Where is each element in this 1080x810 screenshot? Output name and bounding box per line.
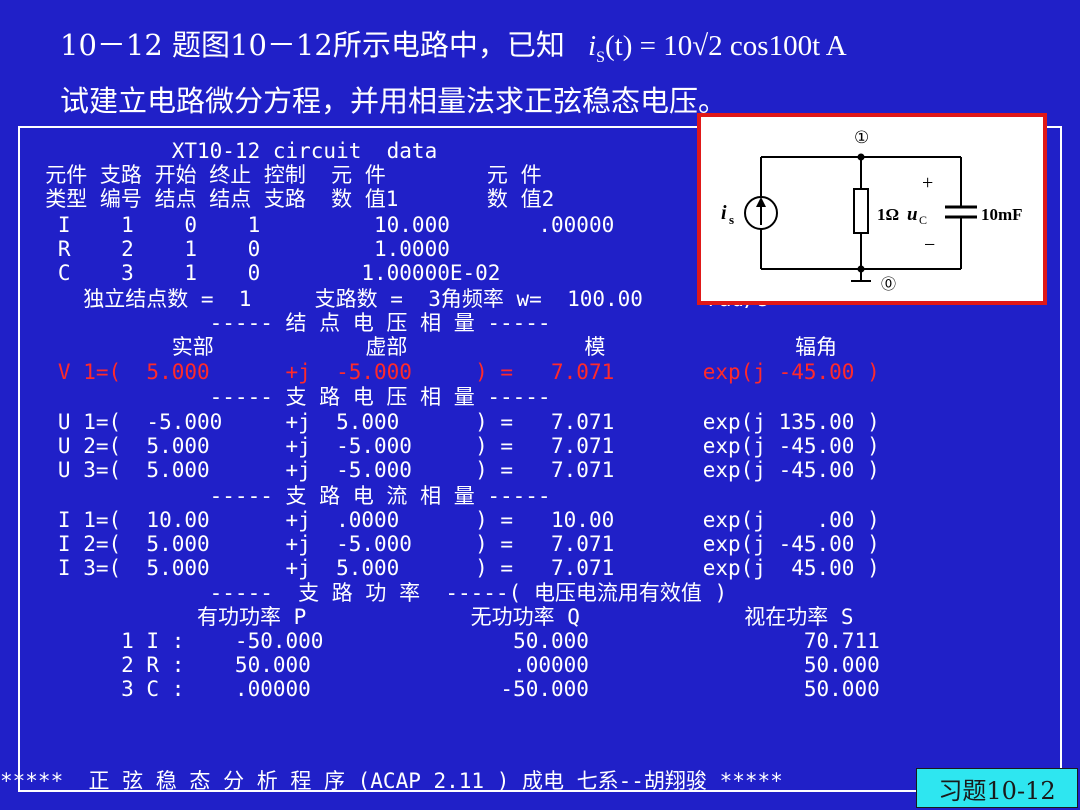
voltage-label-sub: C [919,213,927,227]
program-footer: ***** 正 弦 稳 态 分 析 程 序 (ACAP 2.11 ) 成电 七系… [0,769,783,793]
node-dot-bottom [857,265,865,273]
table-row: 3 C : .00000 -50.000 50.000 [20,677,880,701]
node-1-label: ① [854,128,869,148]
table-row: I 3=( 5.000 +j 5.000 ) = 7.071 exp(j 45.… [20,556,880,580]
table-row: 实部 虚部 模 辐角 [20,335,838,359]
table-row: ----- 支 路 电 压 相 量 ----- [20,385,551,409]
problem-text: 10－12 题图10－12所示电路中，已知 [60,28,565,62]
capacitor-label: 10mF [981,205,1023,224]
table-row: I 1 0 1 10.000 .00000 [20,213,615,237]
table-row: 有功功率 P 无功功率 Q 视在功率 S [20,605,854,629]
table-row: I 1=( 10.00 +j .0000 ) = 10.00 exp(j .00… [20,508,880,532]
exercise-badge[interactable]: 习题10-12 [916,768,1078,808]
table-row: 元件 支路 开始 终止 控制 元 件 元 件 [20,163,542,187]
table-row: 2 R : 50.000 .00000 50.000 [20,653,880,677]
source-label: i [721,202,727,224]
resistor-icon [853,188,869,234]
voltage-label: u [907,204,918,225]
source-arrow-icon [756,197,766,207]
node-dot-top [857,153,865,161]
table-row: C 3 1 0 1.00000E-02 [20,261,501,285]
table-row: U 1=( -5.000 +j 5.000 ) = 7.071 exp(j 13… [20,410,880,434]
minus-sign: − [924,234,935,256]
table-row: 类型 编号 结点 结点 支路 数 值1 数 值2 [20,187,555,211]
table-row: U 3=( 5.000 +j -5.000 ) = 7.071 exp(j -4… [20,458,880,482]
table-row: ----- 结 点 电 压 相 量 ----- [20,311,551,335]
table-row: R 2 1 0 1.0000 [20,237,450,261]
node-0-label: ⓪ [881,275,896,293]
resistor-label: 1Ω [877,205,899,224]
table-row: 1 I : -50.000 50.000 70.711 [20,629,880,653]
plus-sign: + [922,172,933,194]
table-row: XT10-12 circuit data [20,139,438,163]
formula: iS(t) = 10√2 cos100t A [588,30,847,66]
circuit-svg: ① ⓪ i s 1Ω u C + − 10mF [721,128,1023,293]
table-row: I 2=( 5.000 +j -5.000 ) = 7.071 exp(j -4… [20,532,880,556]
node-voltage-row: V 1=( 5.000 +j -5.000 ) = 7.071 exp(j -4… [20,360,880,384]
table-row: ----- 支 路 功 率 -----( 电压电流用有效值 ) [20,581,728,605]
table-row: 独立结点数 = 1 支路数 = 3角频率 w= 100.00 rad/s [20,287,770,311]
problem-line-1: 10－12 题图10－12所示电路中，已知 iS(t) = 10√2 cos10… [60,22,847,67]
problem-line-2: 试建立电路微分方程，并用相量法求正弦稳态电压。 [60,84,728,118]
table-row: ----- 支 路 电 流 相 量 ----- [20,484,551,508]
source-label-sub: s [729,212,734,227]
output-panel: XT10-12 circuit data 元件 支路 开始 终止 控制 元 件 … [18,126,1062,792]
circuit-diagram: ① ⓪ i s 1Ω u C + − 10mF [697,113,1047,305]
table-row: U 2=( 5.000 +j -5.000 ) = 7.071 exp(j -4… [20,434,880,458]
